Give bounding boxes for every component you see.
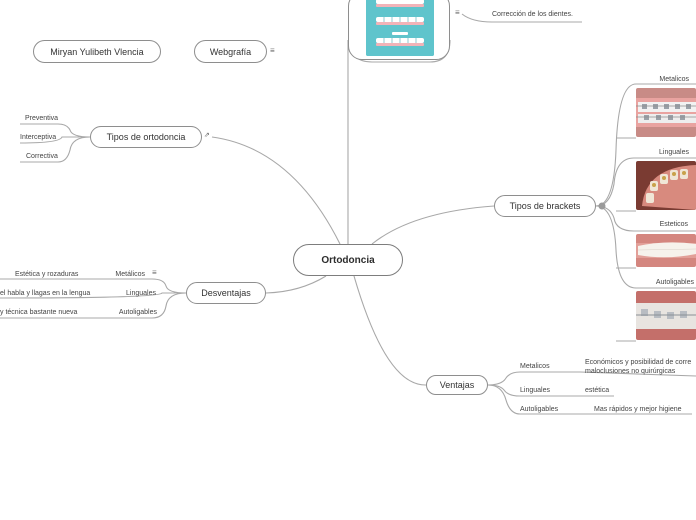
topic-interceptiva[interactable]: Interceptiva	[20, 133, 56, 142]
desventaja-detail-linguales[interactable]: el habla y llagas en la lengua	[0, 289, 90, 298]
edge-central-ventajas	[354, 276, 426, 385]
top-note-label: Corrección de los dientes.	[492, 10, 573, 19]
ventaja-detail-metalicos-line1[interactable]: Económicos y posibilidad de corre	[585, 358, 691, 367]
ventaja-label-metalicos[interactable]: Metalicos	[520, 362, 550, 371]
external-link-icon[interactable]: ⇗	[204, 132, 210, 140]
desventaja-detail-metalicos[interactable]: Estética y rozaduras	[15, 270, 78, 279]
ventajas-node[interactable]: Ventajas	[426, 375, 488, 395]
author-node[interactable]: Miryan Yulibeth Vlencia	[33, 40, 161, 63]
topic-preventiva[interactable]: Preventiva	[25, 114, 58, 123]
ventaja-detail-metalicos-line2[interactable]: maloclusiones no quirúrgicas	[585, 367, 675, 376]
metallic-brackets-photo	[636, 88, 696, 137]
top-image-node[interactable]	[348, 0, 450, 60]
notes-icon[interactable]: ≡	[270, 47, 275, 55]
bracket-type-metalicos[interactable]: Metalicos	[640, 75, 689, 84]
ventaja-detail-autoligables[interactable]: Mas rápidos y mejor higiene	[594, 405, 682, 414]
ventaja-label-autoligables[interactable]: Autoligables	[520, 405, 558, 414]
bracket-type-esteticos[interactable]: Esteticos	[640, 220, 688, 229]
edge-central-brackets	[372, 206, 494, 244]
tipos-ortodoncia-node[interactable]: Tipos de ortodoncia	[90, 126, 202, 148]
ventaja-label-linguales[interactable]: Linguales	[520, 386, 550, 395]
self-ligating-brackets-photo	[636, 291, 696, 340]
notes-icon[interactable]: ≡	[152, 269, 157, 277]
desventaja-label-autoligables[interactable]: Autoligables	[104, 308, 157, 317]
edge-central-desventajas	[266, 276, 326, 293]
desventaja-label-linguales[interactable]: Linguales	[104, 289, 156, 298]
desventajas-node[interactable]: Desventajas	[186, 282, 266, 304]
notes-icon[interactable]: ≡	[455, 9, 460, 17]
central-topic[interactable]: Ortodoncia	[293, 244, 403, 276]
teeth-rows-graphic	[366, 0, 434, 56]
bracket-type-autoligables[interactable]: Autoligables	[640, 278, 694, 287]
bracket-type-linguales[interactable]: Linguales	[640, 148, 689, 157]
teeth-diagram-image	[366, 0, 434, 56]
webgrafia-node[interactable]: Webgrafía	[194, 40, 267, 63]
topic-correctiva[interactable]: Correctiva	[26, 152, 58, 161]
desventaja-detail-autoligables[interactable]: y técnica bastante nueva	[0, 308, 77, 317]
aesthetic-brackets-photo	[636, 234, 696, 267]
lingual-brackets-photo	[636, 161, 696, 210]
collapse-dot	[599, 203, 606, 210]
ventaja-detail-linguales[interactable]: estética	[585, 386, 609, 395]
desventaja-label-metalicos[interactable]: Metálicos	[104, 270, 145, 279]
edge-central-tipos-ortodoncia	[212, 137, 340, 244]
tipos-brackets-node[interactable]: Tipos de brackets	[494, 195, 596, 217]
